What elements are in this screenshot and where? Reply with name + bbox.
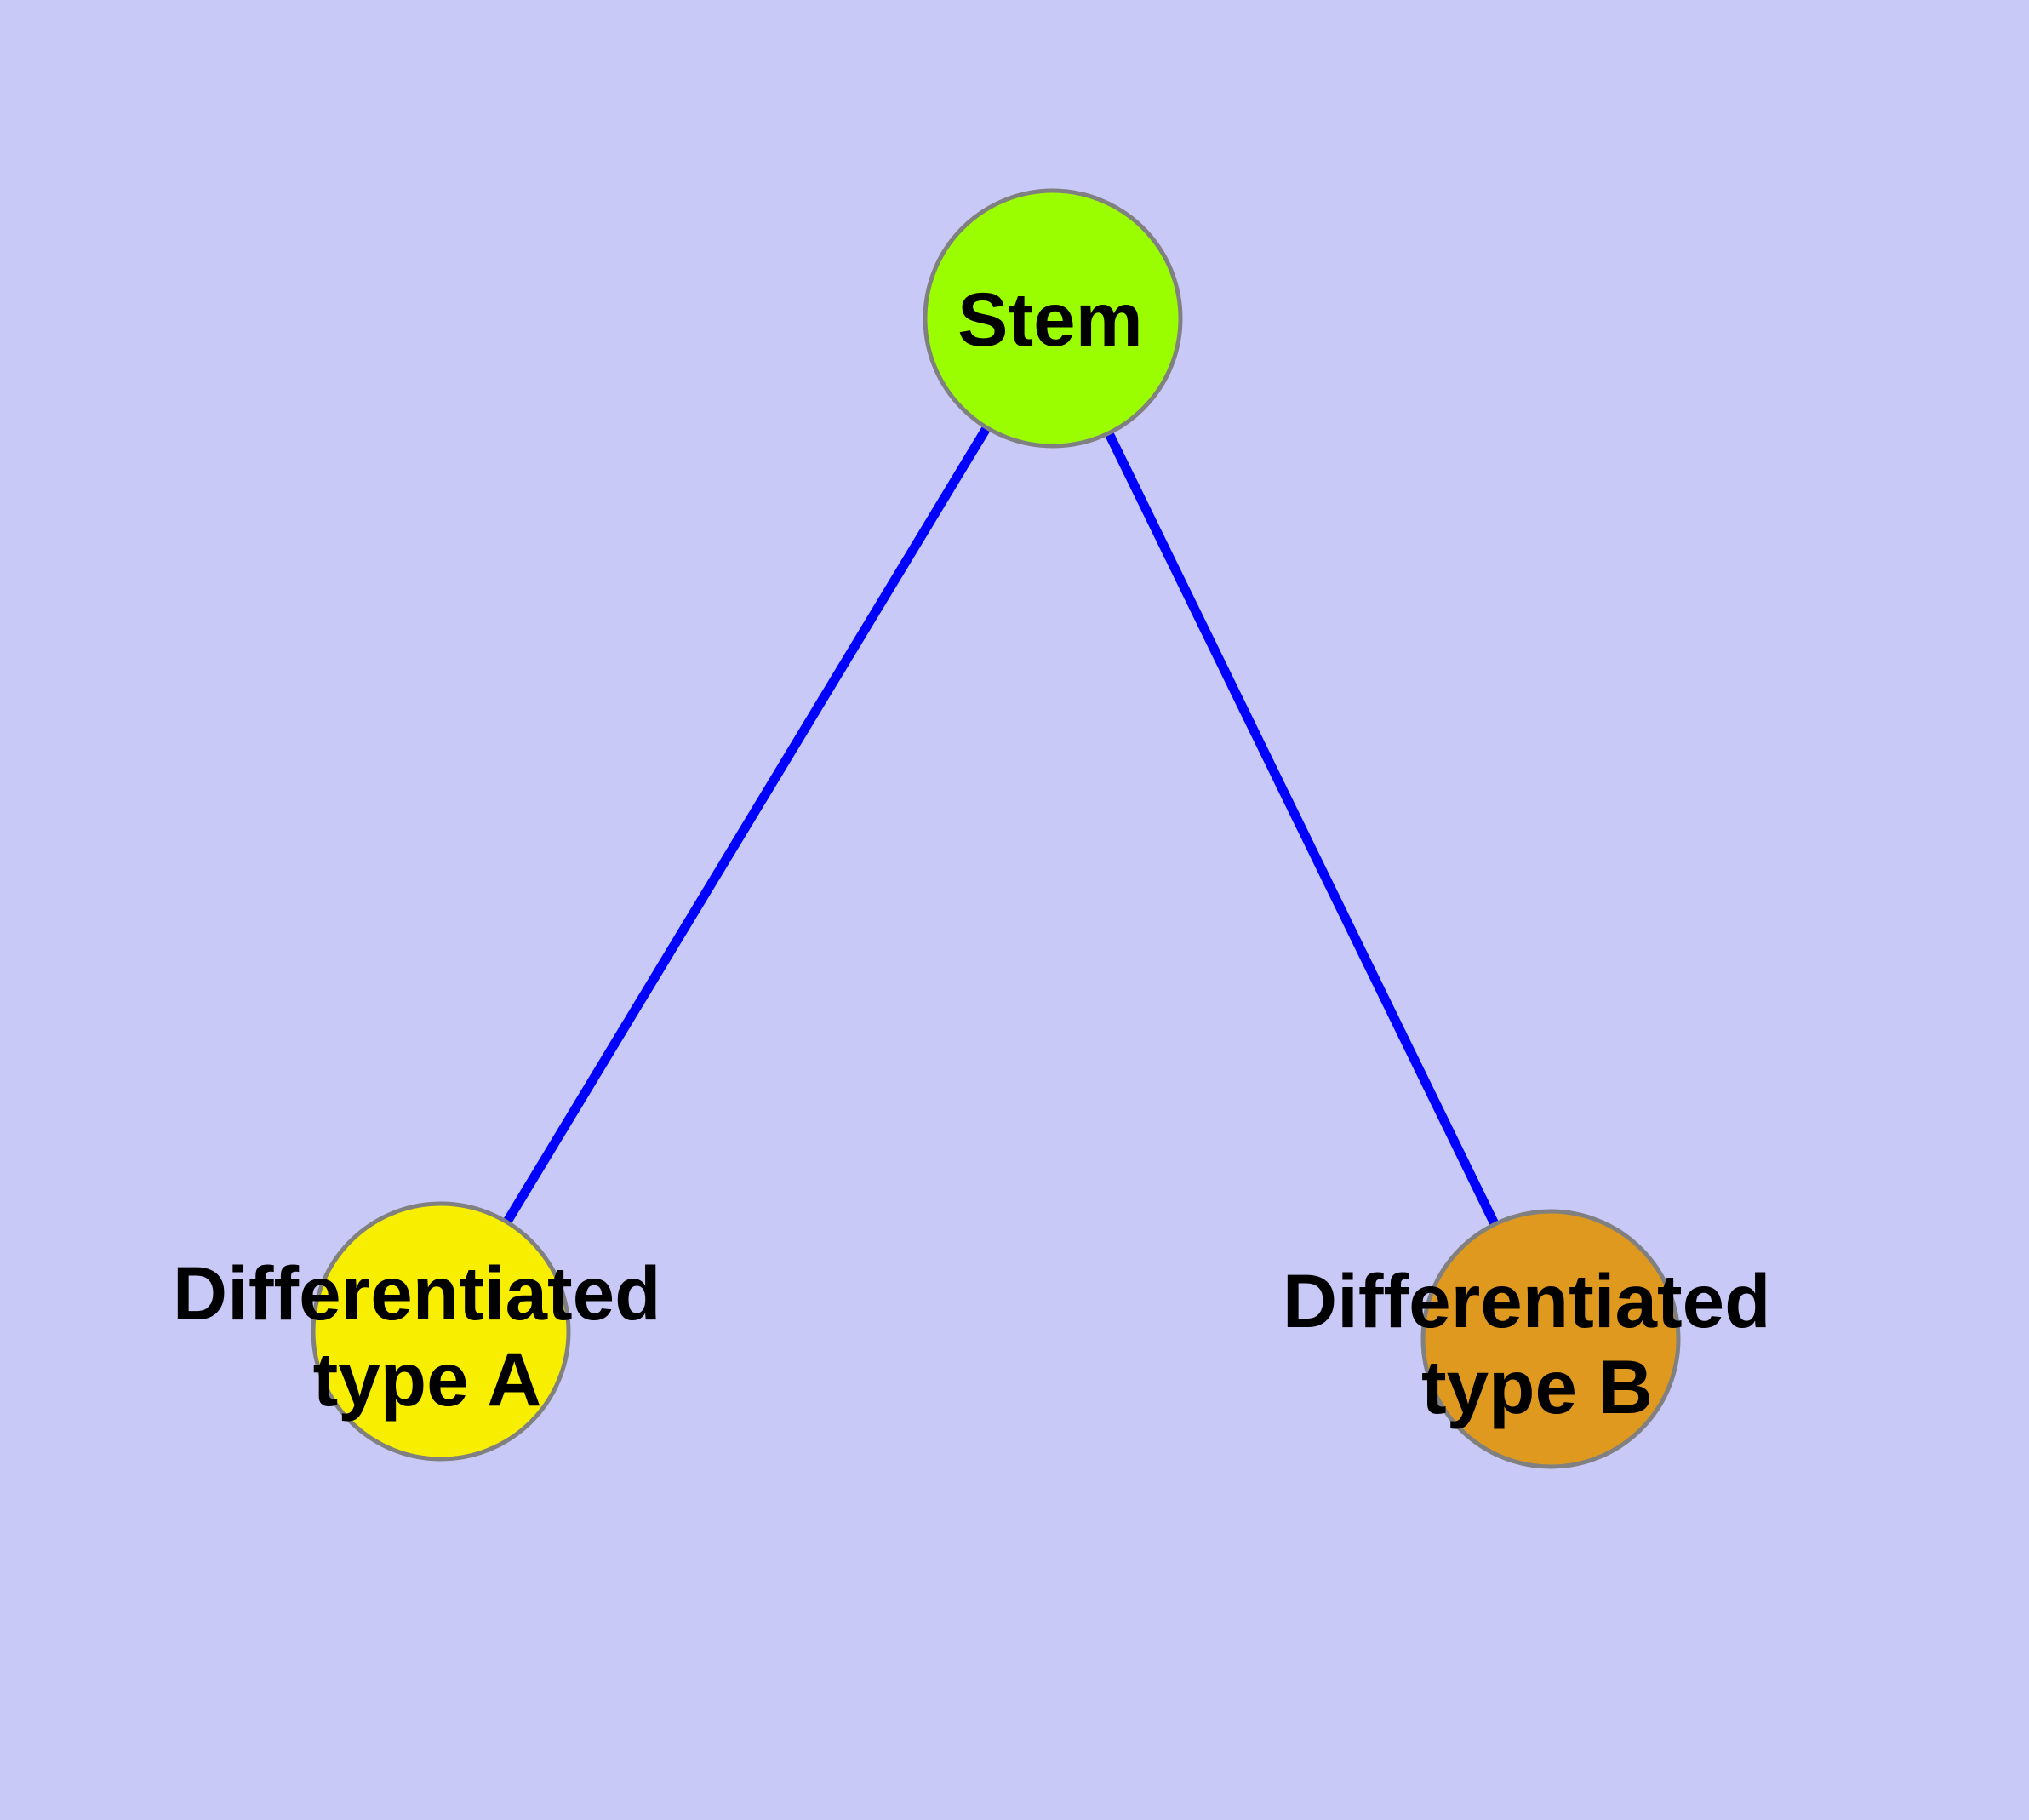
node-stem [923, 188, 1183, 449]
node-differentiated-type-b-label-line2: type B [1421, 1344, 1653, 1429]
edge-stem-to-type-b [1049, 316, 1555, 1342]
node-differentiated-type-a-label-line2: type A [313, 1336, 542, 1422]
node-differentiated-type-a [311, 1201, 571, 1462]
node-stem-label-line1: Stem [957, 277, 1143, 362]
node-differentiated-type-b-label-line1: Differentiated [1283, 1258, 1771, 1343]
edge-stem-to-type-a [437, 316, 1057, 1334]
node-differentiated-type-a-label-line1: Differentiated [173, 1251, 661, 1336]
node-differentiated-type-b-label: Differentiated type B [1283, 1258, 1792, 1429]
node-differentiated-type-b [1420, 1209, 1681, 1469]
node-stem-label: Stem [957, 277, 1143, 362]
node-differentiated-type-a-label: Differentiated type A [173, 1251, 682, 1422]
